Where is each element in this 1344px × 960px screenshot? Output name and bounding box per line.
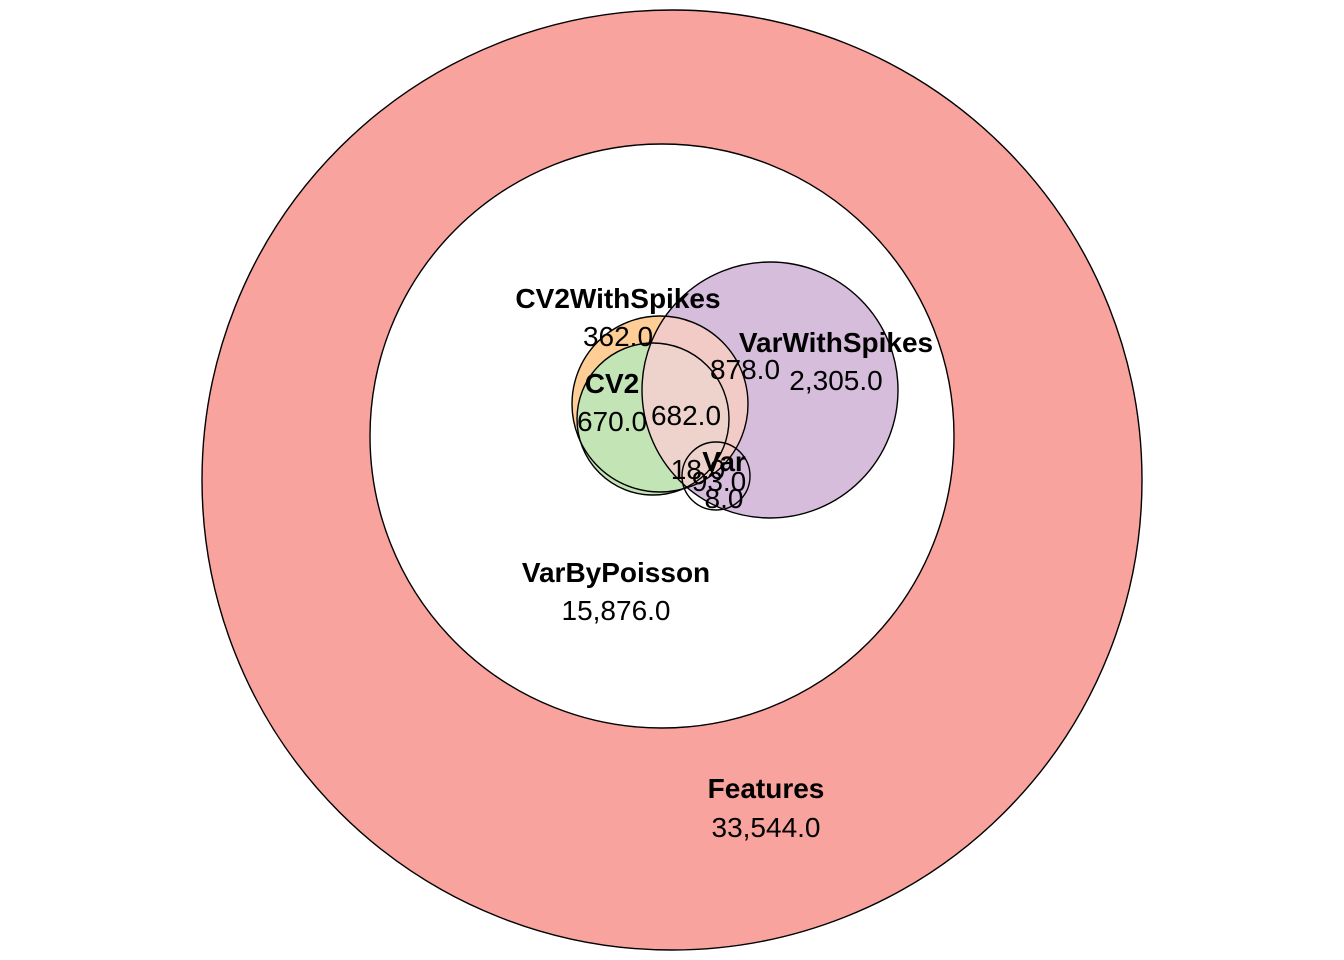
var-region-value-c: 8.0	[705, 483, 744, 514]
var-region-value-b: 93.0	[692, 466, 747, 497]
var-outline	[681, 441, 751, 511]
cv2-vws-overlap-region	[642, 343, 729, 495]
var-by-poisson-label: VarByPoisson	[522, 557, 710, 588]
var-label: Var	[702, 446, 746, 477]
cv2ws-vws-intersection-value: 878.0	[710, 354, 780, 385]
cv2-with-spikes-value: 362.0	[583, 321, 653, 352]
cv2-with-spikes-outline	[571, 315, 749, 493]
cv2-value: 670.0	[577, 406, 647, 437]
var-by-poisson-value: 15,876.0	[562, 595, 671, 626]
var-with-spikes-label: VarWithSpikes	[739, 327, 933, 358]
cv2-with-spikes-label: CV2WithSpikes	[515, 283, 720, 314]
var-with-spikes-value: 2,305.0	[789, 365, 882, 396]
var-with-spikes-outline	[641, 261, 899, 519]
cv2-outline	[576, 342, 730, 496]
features-value: 33,544.0	[712, 812, 821, 843]
features-label: Features	[708, 773, 825, 804]
var-region-value-a: 18.0	[671, 454, 726, 485]
cv2-label: CV2	[585, 368, 639, 399]
cv2-vws-intersection-value: 682.0	[651, 400, 721, 431]
